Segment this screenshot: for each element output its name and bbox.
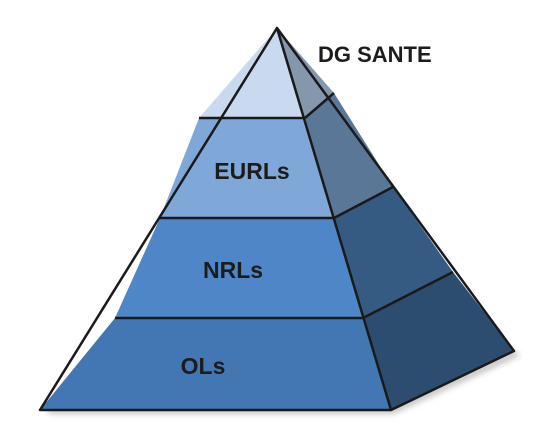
- tier-label-ols: OLs: [181, 353, 226, 379]
- tier-ols-side-face: [363, 272, 514, 410]
- top-label: DG SANTE: [318, 42, 432, 67]
- tier-divider-3-side: [362, 270, 454, 320]
- apex-front-face: [199, 28, 305, 118]
- pyramid-side-outline: [275, 27, 516, 412]
- tier-eurls-front-face: [160, 118, 334, 218]
- tier-label-nrls: NRLs: [203, 257, 263, 283]
- tier-divider-1-side: [304, 92, 335, 119]
- tier-nrls-side-face: [334, 187, 453, 318]
- tier-nrls-front-face: [115, 218, 363, 318]
- tier-ols-front-face: [40, 318, 391, 410]
- tier-label-eurls: EURLs: [214, 158, 289, 184]
- apex-side-face: [277, 28, 334, 118]
- tier-divider-2-side: [333, 185, 394, 220]
- tier-eurls-side-face: [305, 93, 393, 218]
